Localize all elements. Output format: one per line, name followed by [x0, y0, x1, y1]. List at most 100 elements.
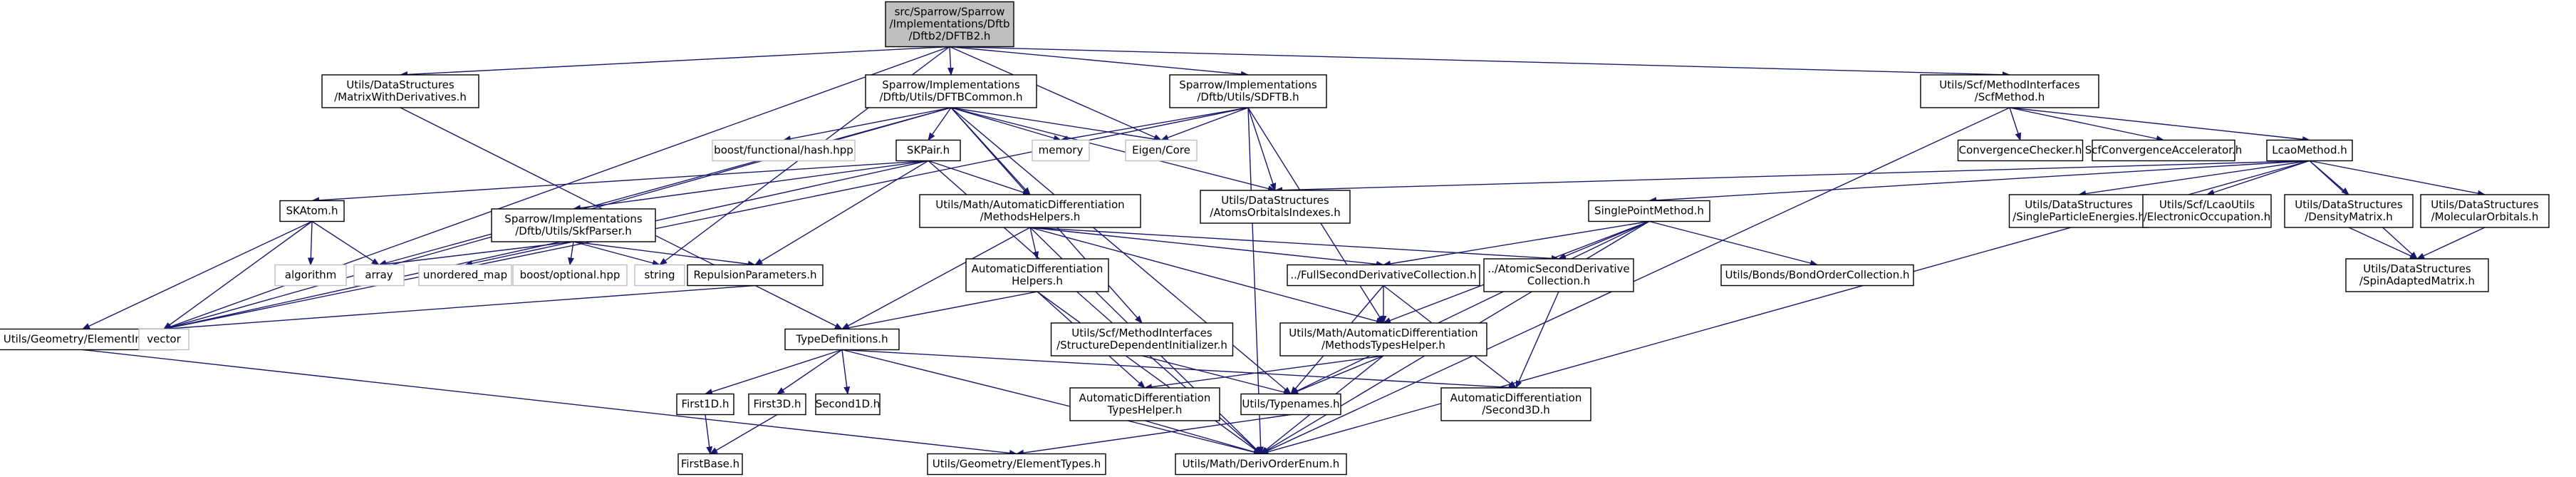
- node-derivorder[interactable]: Utils/Math/DerivOrderEnum.h: [1175, 453, 1347, 476]
- node-structdepinit[interactable]: Utils/Scf/MethodInterfaces/StructureDepe…: [1050, 322, 1234, 357]
- edge-dftbcommon-to-boosthash: [782, 107, 952, 142]
- node-second3d[interactable]: AutomaticDifferentiation/Second3D.h: [1440, 387, 1591, 421]
- node-root-label-2: /Dftb2/DFTB2.h: [909, 30, 991, 43]
- node-singlepoint[interactable]: SinglePointMethod.h: [1588, 200, 1710, 222]
- node-eigencore-box: [1125, 139, 1198, 162]
- node-atomicsecond-box: [1483, 258, 1634, 292]
- node-sdftb[interactable]: Sparrow/Implementations/Dftb/Utils/SDFTB…: [1169, 74, 1327, 108]
- edge-skpair-to-skatom: [311, 160, 929, 204]
- node-spinadapted-box: [2345, 258, 2489, 292]
- edge-sdftb-to-memory: [1059, 107, 1249, 143]
- edge-dftbcommon-to-typenames: [950, 107, 1292, 395]
- node-bondorder[interactable]: Utils/Bonds/BondOrderCollection.h: [1720, 264, 1914, 287]
- node-adhelpers-label-0: AutomaticDifferentiation: [972, 262, 1103, 275]
- edge-scfmethod-to-lcaomethod: [2009, 107, 2311, 143]
- node-firstbase[interactable]: FirstBase.h: [677, 453, 743, 476]
- edge-first1d-to-firstbase: [705, 414, 713, 455]
- node-skpair-box: [895, 139, 961, 162]
- node-scfmethod-label-0: Utils/Scf/MethodInterfaces: [1939, 78, 2080, 91]
- node-typenames[interactable]: Utils/Typenames.h: [1240, 393, 1341, 416]
- node-elementtypes-label-0: Utils/Geometry/ElementTypes.h: [933, 458, 1101, 471]
- node-second3d-box: [1440, 387, 1591, 421]
- node-root[interactable]: src/Sparrow/Sparrow/Implementations/Dftb…: [885, 1, 1014, 48]
- node-adtypeshelper-label-1: TypesHelper.h: [1107, 404, 1183, 416]
- node-methodshelpers[interactable]: Utils/Math/AutomaticDifferentiation/Meth…: [919, 194, 1141, 228]
- node-fullsecond-label-0: ../FullSecondDerivativeCollection.h: [1290, 269, 1476, 282]
- node-methodstypeshelper[interactable]: Utils/Math/AutomaticDifferentiation/Meth…: [1279, 322, 1487, 357]
- edge-methodshelpers-to-adhelpers: [1029, 227, 1039, 260]
- node-second3d-label-0: AutomaticDifferentiation: [1450, 391, 1582, 404]
- node-molorbitals[interactable]: Utils/DataStructures/MolecularOrbitals.h: [2420, 194, 2550, 228]
- edge-methodshelpers-to-fullsecond: [1029, 227, 1385, 267]
- node-densitymatrix[interactable]: Utils/DataStructures/DensityMatrix.h: [2284, 194, 2414, 228]
- node-structdepinit-label-0: Utils/Scf/MethodInterfaces: [1071, 327, 1212, 339]
- node-spenergies[interactable]: Utils/DataStructures/SingleParticleEnerg…: [2008, 194, 2149, 228]
- node-methodshelpers-label-1: /MethodsHelpers.h: [980, 210, 1081, 223]
- edge-sdftb-to-atomorbidx: [1247, 107, 1277, 192]
- edge-root-to-dftbcommon: [947, 46, 954, 76]
- node-first1d[interactable]: First1D.h: [676, 393, 734, 416]
- node-molorbitals-box: [2420, 194, 2550, 228]
- node-matrixwd-box: [321, 74, 479, 108]
- edge-skatom-to-array: [311, 220, 380, 266]
- edge-dftbcommon-to-skpair: [928, 107, 952, 141]
- node-atomorbidx-box: [1200, 190, 1351, 224]
- node-scfconvacc[interactable]: ScfConvergenceAccelerator.h: [2085, 139, 2243, 162]
- edge-skpair-to-skfparser: [572, 160, 929, 212]
- node-spenergies-box: [2008, 194, 2149, 228]
- node-methodstypeshelper-label-1: /MethodsTypesHelper.h: [1321, 339, 1445, 352]
- node-spenergies-label-0: Utils/DataStructures: [2025, 198, 2133, 211]
- node-boostoptional: boost/optional.hpp: [512, 264, 628, 287]
- node-skfparser-label-0: Sparrow/Implementations: [504, 212, 643, 225]
- edge-skpair-to-methodshelpers: [928, 160, 1032, 196]
- node-spinadapted[interactable]: Utils/DataStructures/SpinAdaptedMatrix.h: [2345, 258, 2489, 292]
- node-eigencore-label-0: Eigen/Core: [1132, 144, 1190, 157]
- edge-methodshelpers-to-atomicsecond: [1029, 227, 1560, 262]
- node-boosthash: boost/functional/hash.hpp: [712, 139, 856, 162]
- node-boostoptional-box: [512, 264, 628, 287]
- node-elecocc[interactable]: Utils/Scf/LcaoUtils/ElectronicOccupation…: [2142, 194, 2272, 228]
- node-boosthash-box: [712, 139, 856, 162]
- node-dftbcommon-box: [865, 74, 1037, 108]
- node-skfparser[interactable]: Sparrow/Implementations/Dftb/Utils/SkfPa…: [491, 208, 656, 242]
- node-vector-box: [138, 328, 189, 351]
- node-elementinfo-label-0: Utils/Geometry/ElementInfo.h: [4, 333, 162, 346]
- node-atomorbidx-label-0: Utils/DataStructures: [1221, 194, 1329, 207]
- node-elementtypes[interactable]: Utils/Geometry/ElementTypes.h: [927, 453, 1106, 476]
- node-first3d[interactable]: First3D.h: [748, 393, 806, 416]
- node-skatom[interactable]: SKAtom.h: [279, 200, 345, 222]
- node-repulsion[interactable]: RepulsionParameters.h: [687, 264, 824, 287]
- edge-skatom-to-vector: [163, 220, 313, 330]
- edge-scfmethod-to-convchecker: [2009, 107, 2022, 141]
- node-fullsecond[interactable]: ../FullSecondDerivativeCollection.h: [1287, 264, 1480, 287]
- node-first1d-label-0: First1D.h: [682, 398, 729, 411]
- node-dftbcommon-label-1: /Dftb/Utils/DFTBCommon.h: [879, 91, 1022, 103]
- edge-lcaomethod-to-elecocc: [2206, 160, 2310, 196]
- node-elementtypes-box: [927, 453, 1106, 476]
- node-typedefs[interactable]: TypeDefinitions.h: [784, 328, 900, 351]
- node-lcaomethod[interactable]: LcaoMethod.h: [2266, 139, 2353, 162]
- node-scfmethod[interactable]: Utils/Scf/MethodInterfaces/ScfMethod.h: [1920, 74, 2099, 108]
- node-matrixwd[interactable]: Utils/DataStructures/MatrixWithDerivativ…: [321, 74, 479, 108]
- node-skfparser-box: [491, 208, 656, 242]
- edge-methodstypeshelper-to-typenames: [1289, 355, 1384, 395]
- edge-skatom-to-algorithm: [307, 221, 314, 266]
- node-string-label-0: string: [644, 269, 675, 282]
- node-second1d-label-0: Second1D.h: [816, 398, 881, 411]
- node-atomorbidx[interactable]: Utils/DataStructures/AtomsOrbitalsIndexe…: [1200, 190, 1351, 224]
- edge-adhelpers-to-typedefs: [841, 291, 1038, 332]
- node-singlepoint-label-0: SinglePointMethod.h: [1594, 205, 1704, 217]
- node-skpair[interactable]: SKPair.h: [895, 139, 961, 162]
- node-convchecker[interactable]: ConvergenceChecker.h: [1957, 139, 2084, 162]
- node-second1d[interactable]: Second1D.h: [815, 393, 881, 416]
- node-densitymatrix-box: [2284, 194, 2414, 228]
- node-skpair-label-0: SKPair.h: [907, 144, 950, 157]
- node-first3d-label-0: First3D.h: [754, 398, 801, 411]
- edge-dftbcommon-to-memory: [950, 107, 1062, 141]
- node-vector: vector: [138, 328, 189, 351]
- node-dftbcommon[interactable]: Sparrow/Implementations/Dftb/Utils/DFTBC…: [865, 74, 1037, 108]
